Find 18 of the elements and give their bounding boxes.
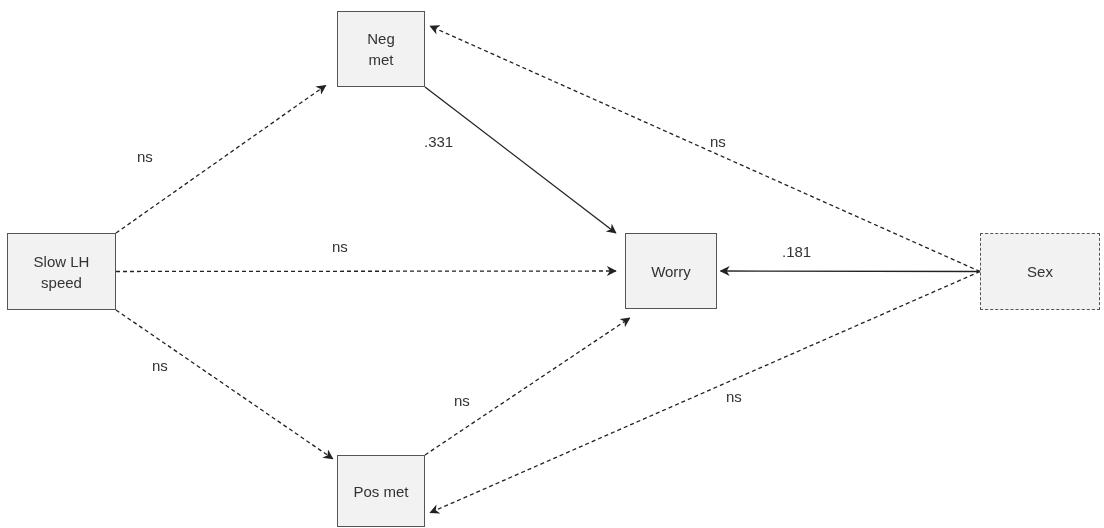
variable-box [337, 11, 425, 87]
variable-box [980, 233, 1100, 310]
variable-box [7, 233, 116, 310]
arrow [429, 25, 981, 273]
node-label: Worry [651, 261, 691, 282]
variable-box [625, 233, 717, 309]
arrow [115, 309, 334, 460]
arrow [429, 270, 981, 514]
arrow [424, 86, 617, 234]
arrow [115, 266, 617, 276]
node-label: Slow LH speed [32, 251, 91, 293]
arrow [719, 266, 981, 276]
arrow [424, 317, 631, 456]
variable-box [337, 455, 425, 527]
node-label: Sex [1027, 262, 1053, 282]
arrow [115, 84, 327, 234]
node-label: Neg met [366, 29, 396, 70]
node-label: Pos met [353, 481, 409, 502]
